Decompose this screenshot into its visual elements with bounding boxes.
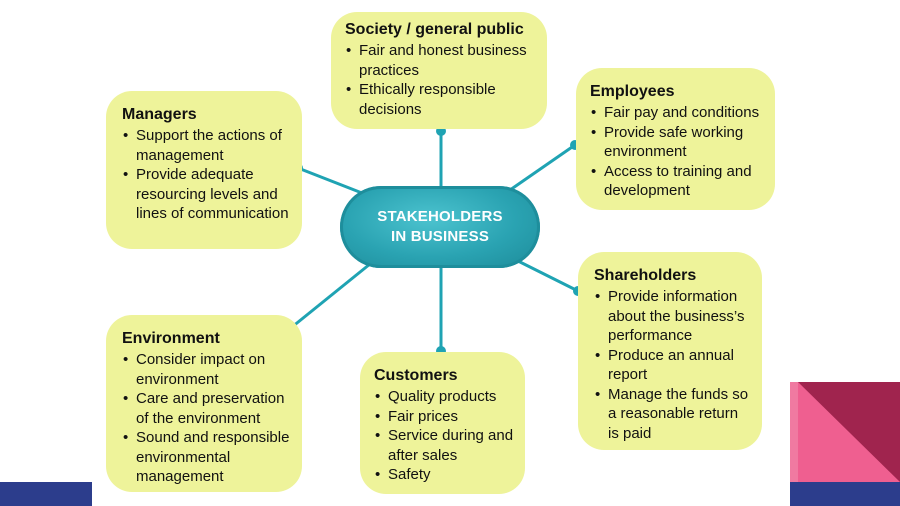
customers-item-4: Safety — [374, 465, 515, 485]
society-list: Fair and honest business practices Ethic… — [345, 41, 533, 119]
connector-shareholders — [515, 258, 579, 293]
managers-item-1: Support the actions of management — [122, 126, 290, 165]
employees-item-2: Provide safe working environment — [590, 123, 763, 162]
employees-item-1: Fair pay and conditions — [590, 103, 763, 123]
connector-employees — [509, 143, 576, 192]
shareholders-title: Shareholders — [594, 267, 697, 284]
environment-item-2: Care and preservation of the environment — [122, 389, 292, 428]
shareholders-item-1: Provide information about the business’s… — [594, 287, 752, 346]
society-title: Society / general public — [345, 21, 524, 38]
footer-bar-left — [0, 482, 92, 506]
center-label: STAKEHOLDERS IN BUSINESS — [377, 208, 503, 245]
environment-list: Consider impact on environment Care and … — [122, 350, 292, 487]
managers-item-2: Provide adequate resourcing levels and l… — [122, 165, 290, 224]
shareholders-item-2: Produce an annual report — [594, 346, 752, 385]
customers-list: Quality products Fair prices Service dur… — [374, 387, 515, 485]
employees-title: Employees — [590, 83, 675, 100]
managers-list: Support the actions of management Provid… — [122, 126, 290, 224]
employees-item-3: Access to training and development — [590, 162, 763, 201]
shareholders-list: Provide information about the business’s… — [594, 287, 752, 443]
society-item-2: Ethically responsible decisions — [345, 80, 533, 119]
managers-title: Managers — [122, 106, 197, 123]
employees-box: Employees Fair pay and conditions Provid… — [576, 68, 775, 210]
society-box: Society / general public Fair and honest… — [331, 12, 547, 129]
employees-list: Fair pay and conditions Provide safe wor… — [590, 103, 763, 201]
customers-item-1: Quality products — [374, 387, 515, 407]
customers-box: Customers Quality products Fair prices S… — [360, 352, 525, 494]
environment-title: Environment — [122, 330, 220, 347]
footer-bar-right — [790, 482, 900, 506]
connector-managers — [297, 166, 363, 195]
center-node: STAKEHOLDERS IN BUSINESS — [340, 186, 540, 268]
environment-item-1: Consider impact on environment — [122, 350, 292, 389]
managers-box: Managers Support the actions of manageme… — [106, 91, 302, 249]
connector-environment — [291, 262, 371, 329]
corner-decoration — [790, 382, 900, 482]
environment-box: Environment Consider impact on environme… — [106, 315, 302, 492]
environment-item-3: Sound and responsible environmental mana… — [122, 428, 292, 487]
customers-item-3: Service during and after sales — [374, 426, 515, 465]
corner-pink-triangle — [798, 382, 900, 482]
corner-pink-strip — [790, 382, 798, 482]
shareholders-box: Shareholders Provide information about t… — [578, 252, 762, 450]
customers-item-2: Fair prices — [374, 407, 515, 427]
society-item-1: Fair and honest business practices — [345, 41, 533, 80]
customers-title: Customers — [374, 367, 458, 384]
shareholders-item-3: Manage the funds so a reasonable return … — [594, 385, 752, 444]
